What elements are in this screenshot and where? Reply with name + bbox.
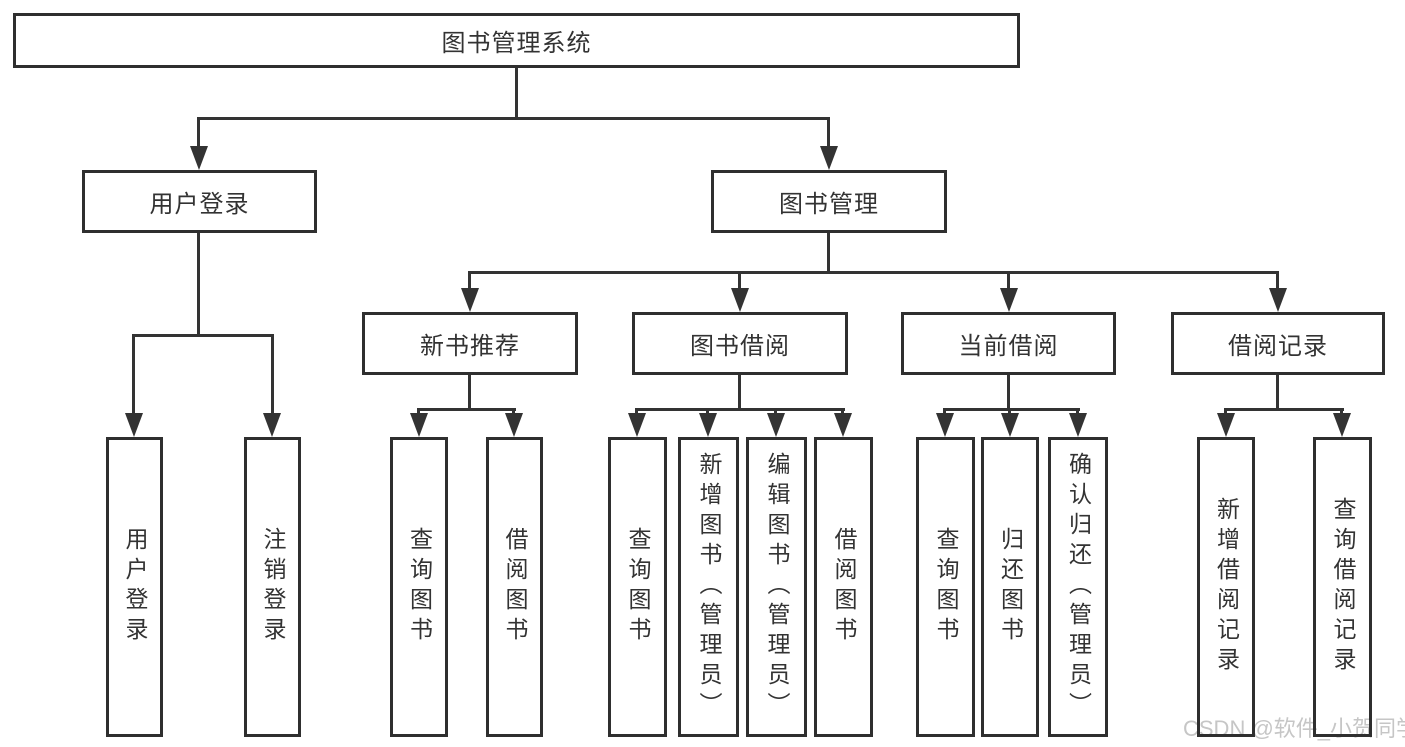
leaf-edit-books-admin: 编辑图书（管理员）: [746, 437, 807, 737]
connector-line: [1224, 408, 1227, 417]
leaf-user-login: 用户登录: [106, 437, 163, 737]
node-borrowing-records: 借阅记录: [1171, 312, 1385, 375]
arrowhead-down-icon: [628, 413, 646, 437]
arrowhead-down-icon: [263, 413, 281, 437]
leaf-add-borrow-record: 新增借阅记录: [1197, 437, 1255, 737]
leaf-query-books-recommend-label: 查询图书: [406, 527, 433, 647]
arrowhead-down-icon: [125, 413, 143, 437]
connector-line: [774, 408, 777, 417]
arrowhead-down-icon: [767, 413, 785, 437]
leaf-add-books-admin: 新增图书（管理员）: [678, 437, 739, 737]
node-user-login-label: 用户登录: [149, 191, 250, 218]
leaf-query-books-current-label: 查询图书: [933, 527, 959, 647]
connector-line: [417, 408, 516, 411]
connector-line: [271, 334, 274, 416]
connector-line: [1007, 375, 1010, 411]
arrowhead-down-icon: [936, 413, 954, 437]
node-current-borrowing: 当前借阅: [901, 312, 1116, 375]
connector-line: [738, 271, 741, 292]
leaf-logout-login-label: 注销登录: [260, 527, 286, 647]
connector-line: [468, 271, 471, 292]
connector-line: [1276, 271, 1279, 292]
connector-line: [1224, 408, 1344, 411]
connector-line: [515, 68, 518, 120]
connector-line: [1076, 408, 1079, 417]
arrowhead-down-icon: [731, 288, 749, 312]
connector-line: [827, 117, 830, 149]
arrowhead-down-icon: [461, 288, 479, 312]
arrowhead-down-icon: [1217, 413, 1235, 437]
leaf-return-books: 归还图书: [981, 437, 1039, 737]
leaf-add-borrow-record-label: 新增借阅记录: [1213, 497, 1240, 677]
arrowhead-down-icon: [1333, 413, 1351, 437]
arrowhead-down-icon: [1001, 413, 1019, 437]
leaf-borrow-books-borrowing-label: 借阅图书: [831, 527, 857, 647]
node-current-borrowing-label: 当前借阅: [958, 333, 1059, 360]
connector-line: [943, 408, 946, 417]
leaf-borrow-books-recommend-label: 借阅图书: [502, 527, 528, 647]
connector-line: [1008, 408, 1011, 417]
connector-line: [1007, 271, 1010, 292]
arrowhead-down-icon: [1000, 288, 1018, 312]
connector-line: [197, 117, 200, 149]
connector-line: [841, 408, 844, 417]
leaf-borrow-books-recommend: 借阅图书: [486, 437, 543, 737]
connector-line: [635, 408, 638, 417]
connector-line: [468, 271, 1279, 274]
leaf-return-books-label: 归还图书: [997, 527, 1024, 647]
leaf-borrow-books-borrowing: 借阅图书: [814, 437, 873, 737]
connector-line: [417, 408, 420, 417]
node-book-management: 图书管理: [711, 170, 947, 233]
node-book-management-label: 图书管理: [779, 191, 879, 218]
leaf-query-borrow-record: 查询借阅记录: [1313, 437, 1372, 737]
arrowhead-down-icon: [190, 146, 208, 170]
connector-line: [468, 375, 471, 411]
leaf-query-books-borrowing: 查询图书: [608, 437, 667, 737]
connector-line: [512, 408, 515, 417]
arrowhead-down-icon: [505, 413, 523, 437]
leaf-confirm-return-admin: 确认归还（管理员）: [1048, 437, 1108, 737]
connector-line: [132, 334, 274, 337]
arrowhead-down-icon: [1069, 413, 1087, 437]
node-borrowing-records-label: 借阅记录: [1228, 333, 1328, 360]
leaf-logout-login: 注销登录: [244, 437, 301, 737]
arrowhead-down-icon: [820, 146, 838, 170]
leaf-confirm-return-admin-label: 确认归还（管理员）: [1065, 452, 1092, 722]
connector-line: [635, 408, 845, 411]
node-user-login: 用户登录: [82, 170, 317, 233]
leaf-query-books-current: 查询图书: [916, 437, 975, 737]
connector-line: [706, 408, 709, 417]
node-book-borrowing-label: 图书借阅: [690, 333, 790, 360]
connector-line: [738, 375, 741, 411]
arrowhead-down-icon: [834, 413, 852, 437]
connector-line: [132, 334, 135, 416]
arrowhead-down-icon: [699, 413, 717, 437]
connector-line: [197, 117, 830, 120]
leaf-query-books-borrowing-label: 查询图书: [625, 527, 651, 647]
connector-line: [943, 408, 1080, 411]
connector-line: [197, 233, 200, 337]
node-new-book-recommend: 新书推荐: [362, 312, 578, 375]
leaf-query-borrow-record-label: 查询借阅记录: [1330, 497, 1356, 677]
arrowhead-down-icon: [1269, 288, 1287, 312]
leaf-add-books-admin-label: 新增图书（管理员）: [696, 452, 722, 722]
connector-line: [1340, 408, 1343, 417]
connector-line: [827, 233, 830, 274]
connector-line: [1276, 375, 1279, 411]
node-root-label: 图书管理系统: [441, 30, 592, 57]
leaf-user-login-label: 用户登录: [122, 527, 148, 647]
node-root: 图书管理系统: [13, 13, 1020, 68]
leaf-edit-books-admin-label: 编辑图书（管理员）: [764, 452, 790, 722]
arrowhead-down-icon: [410, 413, 428, 437]
node-book-borrowing: 图书借阅: [632, 312, 848, 375]
node-new-book-recommend-label: 新书推荐: [420, 333, 520, 360]
leaf-query-books-recommend: 查询图书: [390, 437, 448, 737]
